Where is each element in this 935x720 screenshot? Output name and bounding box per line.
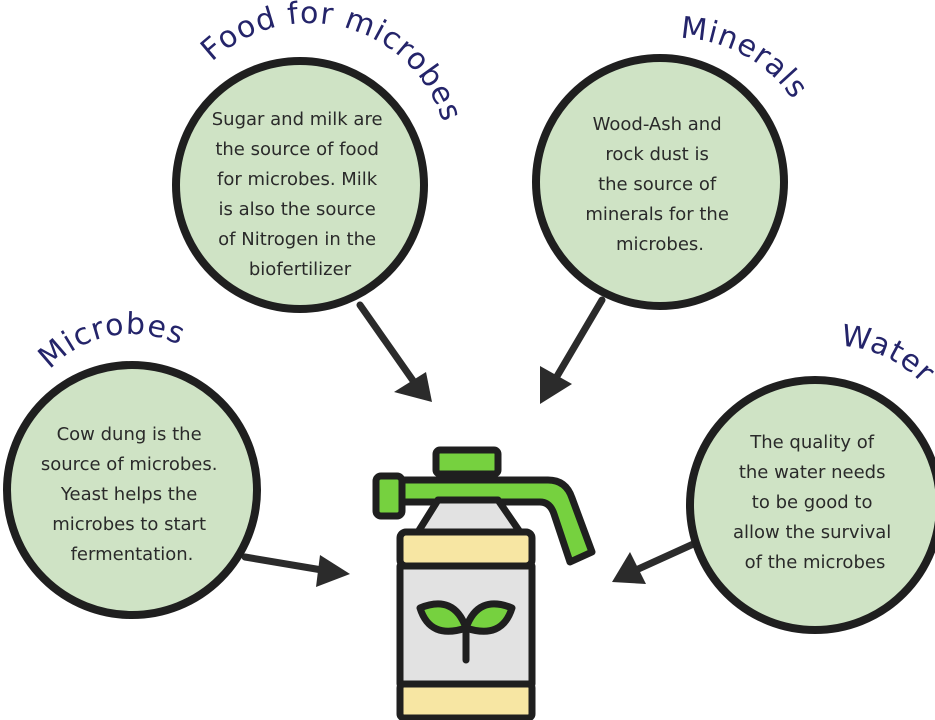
- food-description: Sugar and milk are the source of food fo…: [212, 109, 389, 280]
- food-circle: [172, 57, 428, 313]
- arrow-minerals-to-sprayer: [540, 296, 606, 404]
- minerals-circle: [532, 54, 788, 310]
- arrow-microbes-to-sprayer: [241, 553, 350, 587]
- water-description: The quality of the water needs to be goo…: [733, 432, 897, 573]
- water-circle: [686, 376, 935, 634]
- microbes-circle: [3, 361, 261, 619]
- arrow-water-to-sprayer: [612, 537, 704, 584]
- microbes-description: Cow dung is the source of microbes. Yeas…: [41, 424, 223, 565]
- sprayer-bottle-with-sprout-icon: [372, 446, 596, 720]
- arrow-food-to-sprayer: [356, 301, 432, 402]
- minerals-description: Wood-Ash and rock dust is the source of …: [585, 114, 734, 255]
- water-label: Water: [839, 319, 935, 391]
